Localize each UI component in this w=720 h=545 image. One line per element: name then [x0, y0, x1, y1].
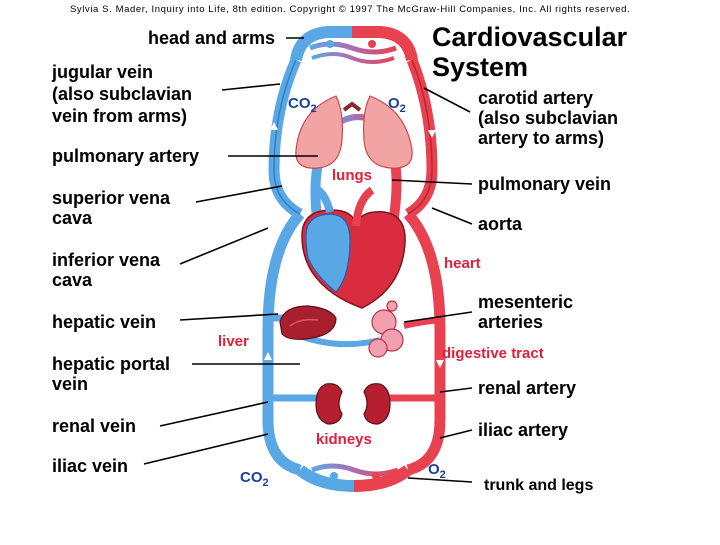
label-mesenteric-arteries-line2: arteries — [478, 312, 543, 332]
label-head-and-arms: head and arms — [148, 28, 275, 48]
label-jugular-vein-line1: jugular vein — [51, 62, 153, 82]
kidneys-organ — [315, 383, 391, 425]
label-pulmonary-vein: pulmonary vein — [478, 174, 611, 194]
inferior-vena-cava-vessel — [262, 210, 305, 476]
leader-lines — [143, 37, 473, 483]
mesenteric-artery-vessel — [403, 317, 441, 329]
label-renal-vein: renal vein — [52, 416, 136, 436]
label-iliac-vein: iliac vein — [52, 456, 128, 476]
label-jugular-vein-line2: (also subclavian — [52, 84, 192, 104]
label-hepatic-portal-vein-line2: vein — [52, 374, 88, 394]
diagram-title-line1: Cardiovascular — [432, 22, 628, 52]
label-pulmonary-artery: pulmonary artery — [52, 146, 199, 166]
digestive-tract-organ — [368, 300, 404, 358]
heart-organ — [301, 186, 406, 309]
label-o2-top: O2 — [388, 95, 406, 115]
label-trunk-and-legs: trunk and legs — [484, 477, 593, 494]
label-o2-bottom: O2 — [428, 461, 446, 481]
label-aorta: aorta — [478, 214, 523, 234]
label-liver: liver — [218, 333, 249, 350]
label-inferior-vena-cava-line1: inferior vena — [52, 250, 161, 270]
label-lungs: lungs — [332, 167, 372, 184]
label-co2-top: CO2 — [288, 95, 317, 115]
aorta-vessel — [403, 210, 446, 476]
label-superior-vena-cava-line2: cava — [52, 208, 93, 228]
trunk-capillary-bed — [296, 463, 412, 492]
copyright-credit: Sylvia S. Mader, Inquiry into Life, 8th … — [70, 4, 630, 15]
label-carotid-artery-line3: artery to arms) — [478, 128, 604, 148]
lungs-organ — [295, 95, 413, 169]
label-kidneys: kidneys — [316, 431, 372, 448]
label-iliac-artery: iliac artery — [478, 420, 568, 440]
diagram-title-line2: System — [432, 52, 528, 82]
label-co2-bottom: CO2 — [240, 469, 269, 489]
label-superior-vena-cava-line1: superior vena — [52, 188, 171, 208]
label-carotid-artery-line2: (also subclavian — [478, 108, 618, 128]
label-hepatic-portal-vein-line1: hepatic portal — [52, 354, 170, 374]
label-jugular-vein-line3: vein from arms) — [52, 106, 187, 126]
label-renal-artery: renal artery — [478, 378, 576, 398]
label-hepatic-vein: hepatic vein — [52, 312, 156, 332]
head-capillary-bed — [290, 26, 418, 64]
flow-arrows — [264, 122, 444, 368]
liver-organ — [279, 305, 337, 340]
label-mesenteric-arteries-line1: mesenteric — [478, 292, 573, 312]
label-inferior-vena-cava-line2: cava — [52, 270, 93, 290]
label-carotid-artery-line1: carotid artery — [478, 88, 593, 108]
label-digestive-tract: digestive tract — [442, 345, 544, 362]
label-heart: heart — [444, 255, 481, 272]
